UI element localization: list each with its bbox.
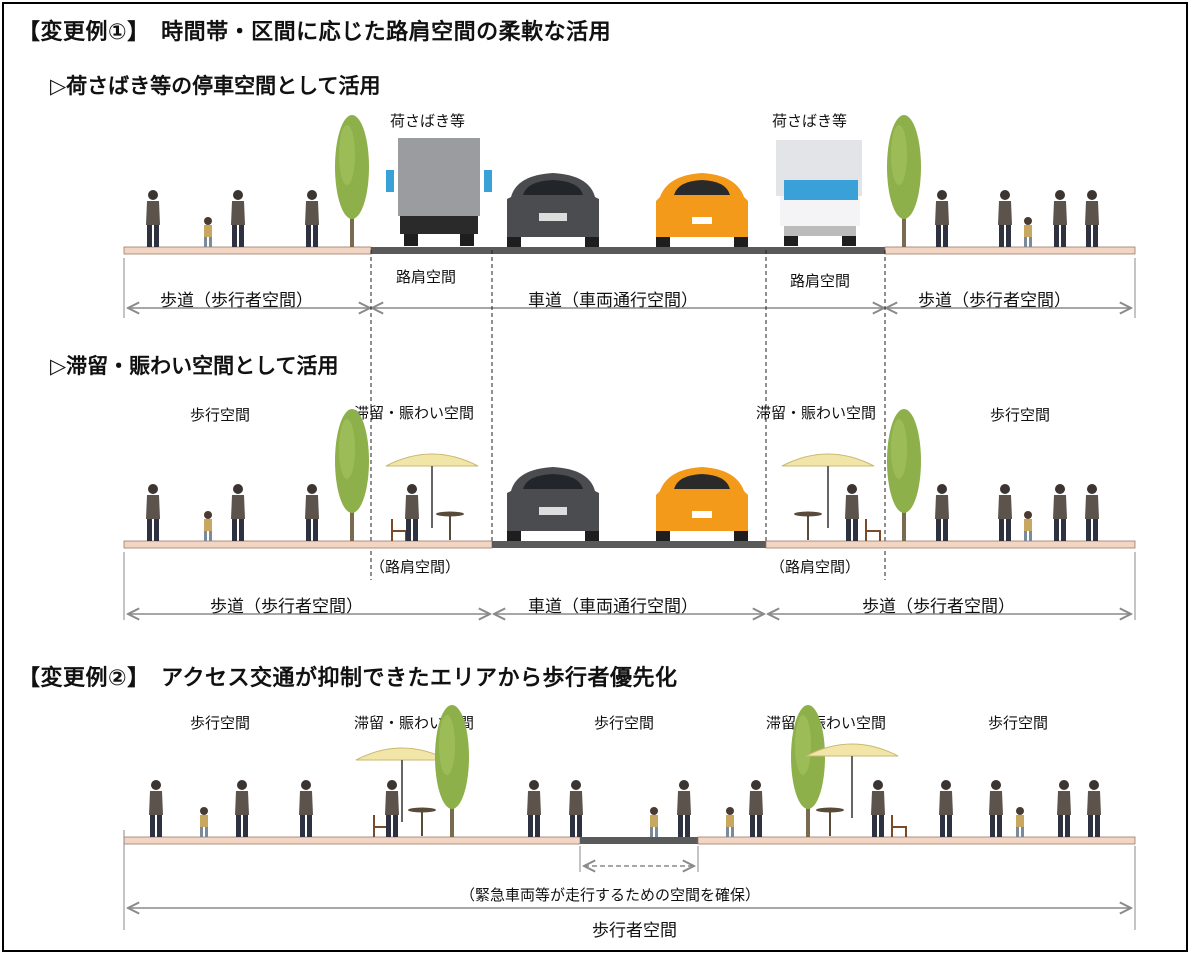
sub-a-heading: ▷荷さばき等の停車空間として活用 — [50, 74, 381, 98]
example2-title: 【変更例②】 アクセス交通が抑制できたエリアから歩行者優先化 — [18, 666, 678, 691]
ex2-emergency-note: （緊急車両等が走行するための空間を確保） — [460, 886, 761, 904]
sub-a-shoulder-right: 路肩空間 — [790, 272, 851, 290]
section-a-street — [123, 115, 1136, 318]
emergency-lane — [580, 837, 698, 844]
sub-b-heading: ▷滞留・賑わい空間として活用 — [50, 354, 339, 378]
sub-b-gather-right: 滞留・賑わい空間 — [756, 404, 877, 422]
boundary-guides — [370, 250, 886, 580]
roadway-b — [492, 541, 766, 548]
ped-space-right — [697, 836, 1136, 845]
roadway-a — [371, 247, 885, 254]
sidewalk-left-a — [123, 246, 372, 255]
loading-label-right: 荷さばき等 — [772, 112, 848, 130]
truck-right — [776, 140, 862, 246]
sidewalk-left-b — [123, 540, 493, 549]
example2-street — [123, 705, 1136, 930]
sub-a-shoulder-left: 路肩空間 — [396, 268, 457, 286]
sidewalk-right-a — [884, 246, 1136, 255]
truck-left — [386, 138, 492, 246]
sub-b-walk-right: 歩行空間 — [990, 406, 1051, 424]
sidewalk-right-b — [765, 540, 1136, 549]
example1-title: 【変更例①】 時間帯・区間に応じた路肩空間の柔軟な活用 — [18, 20, 612, 45]
ped-space-left — [123, 836, 581, 845]
ex2-walk-3: 歩行空間 — [988, 714, 1049, 732]
ex2-walk-2: 歩行空間 — [594, 714, 655, 732]
sub-b-gather-left: 滞留・賑わい空間 — [354, 404, 475, 422]
ex2-pedestrian-space: 歩行者空間 — [592, 921, 677, 941]
ex2-walk-1: 歩行空間 — [190, 714, 251, 732]
sub-b-walk-left: 歩行空間 — [190, 406, 251, 424]
sub-b-shoulder-right: （路肩空間） — [770, 558, 861, 576]
loading-label-left: 荷さばき等 — [390, 112, 466, 130]
sub-b-shoulder-left: （路肩空間） — [370, 558, 461, 576]
section-b-street — [123, 409, 1136, 620]
